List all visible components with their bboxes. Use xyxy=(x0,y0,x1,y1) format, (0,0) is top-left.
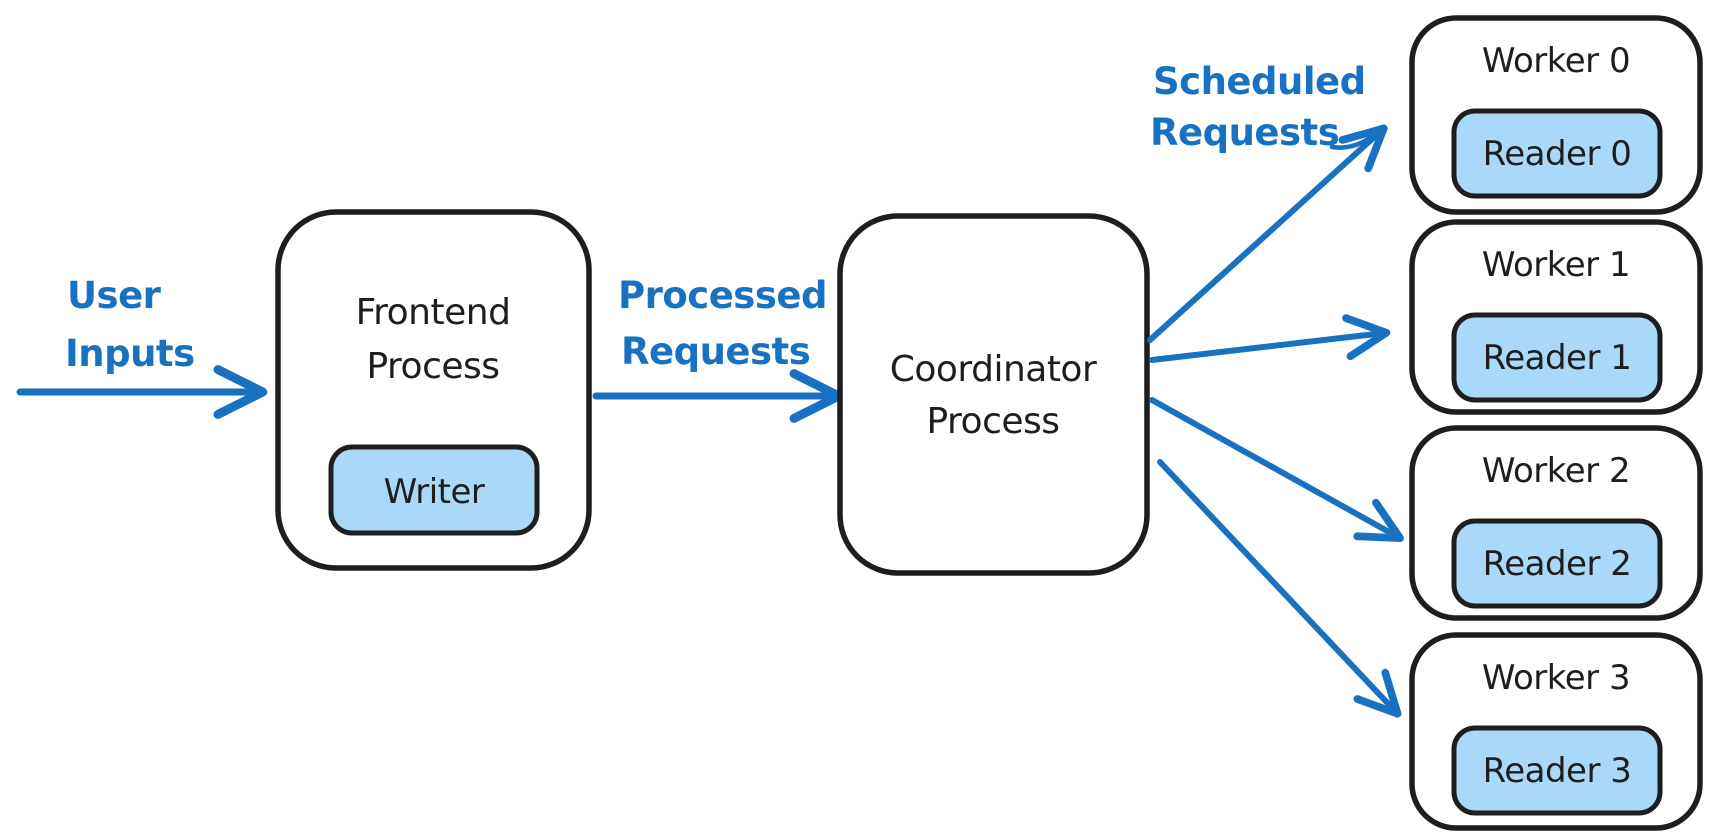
coordinator-title-line2: Process xyxy=(926,401,1059,442)
scheduled-requests-label-line1: Scheduled xyxy=(1153,60,1366,103)
arrow-to-worker-1 xyxy=(1149,314,1391,363)
scheduled-requests-arrows xyxy=(1147,124,1404,718)
arrow-to-worker-0 xyxy=(1147,124,1388,343)
frontend-process-node: Frontend Process Writer xyxy=(275,209,592,571)
reader-3-label: Reader 3 xyxy=(1483,751,1632,791)
reader-2-label: Reader 2 xyxy=(1483,544,1632,584)
worker-3-title: Worker 3 xyxy=(1482,658,1630,698)
reader-0-box xyxy=(1451,108,1663,199)
scheduled-requests-label-line2: Requests xyxy=(1150,111,1339,154)
worker-2-title: Worker 2 xyxy=(1482,451,1630,491)
reader-1-box xyxy=(1451,312,1663,403)
arrow-to-worker-2 xyxy=(1149,397,1404,543)
processed-requests-label-line2: Requests xyxy=(621,330,810,373)
coordinator-process-node: Coordinator Process xyxy=(837,213,1150,576)
scheduled-requests-edge: Scheduled Requests xyxy=(1150,60,1385,154)
reader-2-box xyxy=(1451,518,1663,609)
frontend-title-line1: Frontend xyxy=(356,292,511,333)
reader-0-label: Reader 0 xyxy=(1483,134,1632,174)
user-inputs-edge: User Inputs xyxy=(16,274,268,419)
reader-3-box xyxy=(1451,725,1663,816)
worker-0-title: Worker 0 xyxy=(1482,41,1630,81)
worker-2-node: Worker 2 Reader 2 xyxy=(1409,425,1703,621)
processed-requests-edge: Processed Requests xyxy=(592,274,844,423)
reader-1-label: Reader 1 xyxy=(1483,338,1632,378)
worker-3-node: Worker 3 Reader 3 xyxy=(1409,632,1703,831)
arrow-to-worker-3 xyxy=(1157,459,1402,718)
coordinator-title-line1: Coordinator xyxy=(890,349,1097,390)
worker-0-node: Worker 0 Reader 0 xyxy=(1409,15,1703,215)
user-inputs-label-line1: User xyxy=(67,274,162,317)
writer-box xyxy=(328,444,540,536)
worker-1-title: Worker 1 xyxy=(1482,245,1630,285)
writer-label: Writer xyxy=(384,472,485,512)
frontend-title-line2: Process xyxy=(366,346,499,387)
coordinator-process-box xyxy=(837,213,1150,576)
worker-1-node: Worker 1 Reader 1 xyxy=(1409,219,1703,415)
processed-requests-label-line1: Processed xyxy=(618,274,827,317)
user-inputs-label-line2: Inputs xyxy=(65,332,195,375)
